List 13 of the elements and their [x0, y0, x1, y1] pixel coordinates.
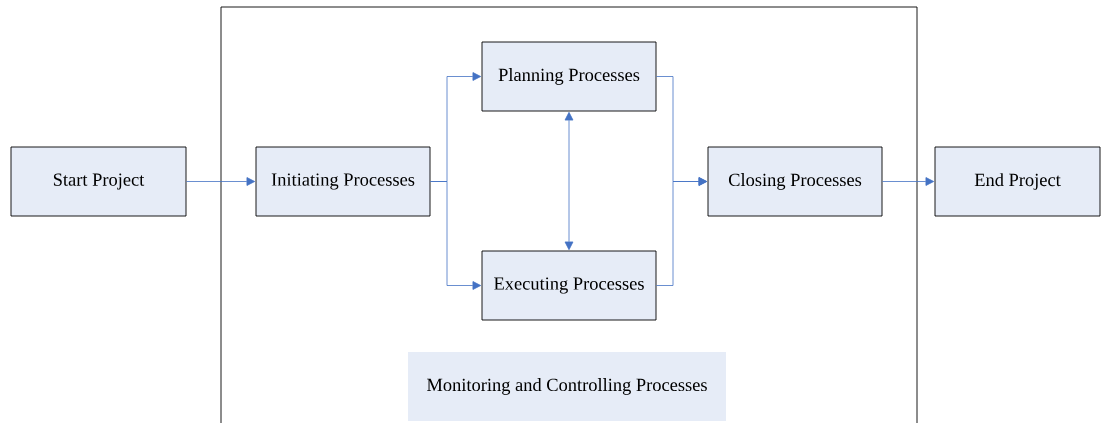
arrow: [656, 177, 708, 286]
arrow: [564, 111, 574, 251]
process-box: Planning Processes: [481, 41, 657, 112]
group-frame: [220, 6, 918, 423]
process-box: Executing Processes: [481, 250, 657, 321]
process-band: Monitoring and Controlling Processes: [408, 352, 726, 421]
arrow: [186, 177, 256, 186]
process-box: Start Project: [10, 146, 187, 217]
process-box: Closing Processes: [707, 146, 883, 217]
process-box: Initiating Processes: [255, 146, 431, 217]
process-box: End Project: [934, 146, 1101, 217]
arrow: [882, 177, 935, 186]
arrow: [430, 181, 482, 290]
